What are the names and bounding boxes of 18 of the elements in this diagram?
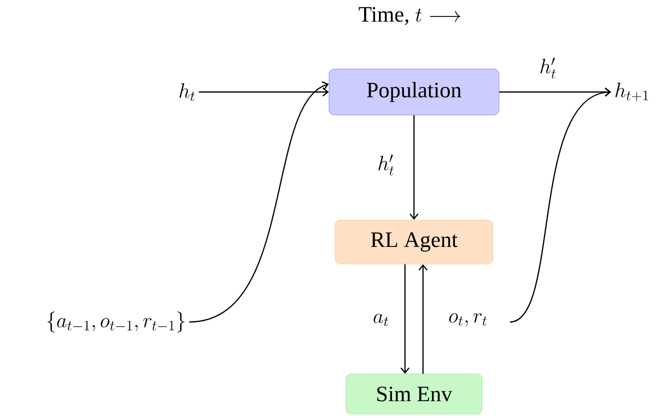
- arrow: [198, 88, 329, 96]
- arrow: [400, 264, 410, 374]
- arrow: [189, 81, 329, 323]
- arrow: [418, 264, 428, 374]
- variable-label: $h_{t+1}$: [616, 82, 648, 102]
- arrow: [510, 88, 612, 323]
- arrow: [410, 115, 418, 220]
- edge-label: $h'_t$: [376, 154, 396, 176]
- edge-label: $h'_t$: [538, 56, 558, 80]
- title: $\mbox{Time, } t \longrightarrow$: [358, 7, 460, 25]
- arrow: [499, 88, 612, 96]
- process-box: $\mbox{RL Agent}$: [334, 220, 494, 264]
- edge-label: $o_t, r_t$: [447, 312, 489, 328]
- variable-label: $h_t$: [180, 83, 195, 101]
- edge-label: $a_t$: [372, 312, 390, 328]
- variable-label: $\{a_{t-1}, o_{t-1}, r_{t-1}\}$: [47, 312, 184, 332]
- process-box: $\mbox{Population}$: [328, 68, 500, 116]
- process-box: $\mbox{Sim Env}$: [346, 374, 482, 414]
